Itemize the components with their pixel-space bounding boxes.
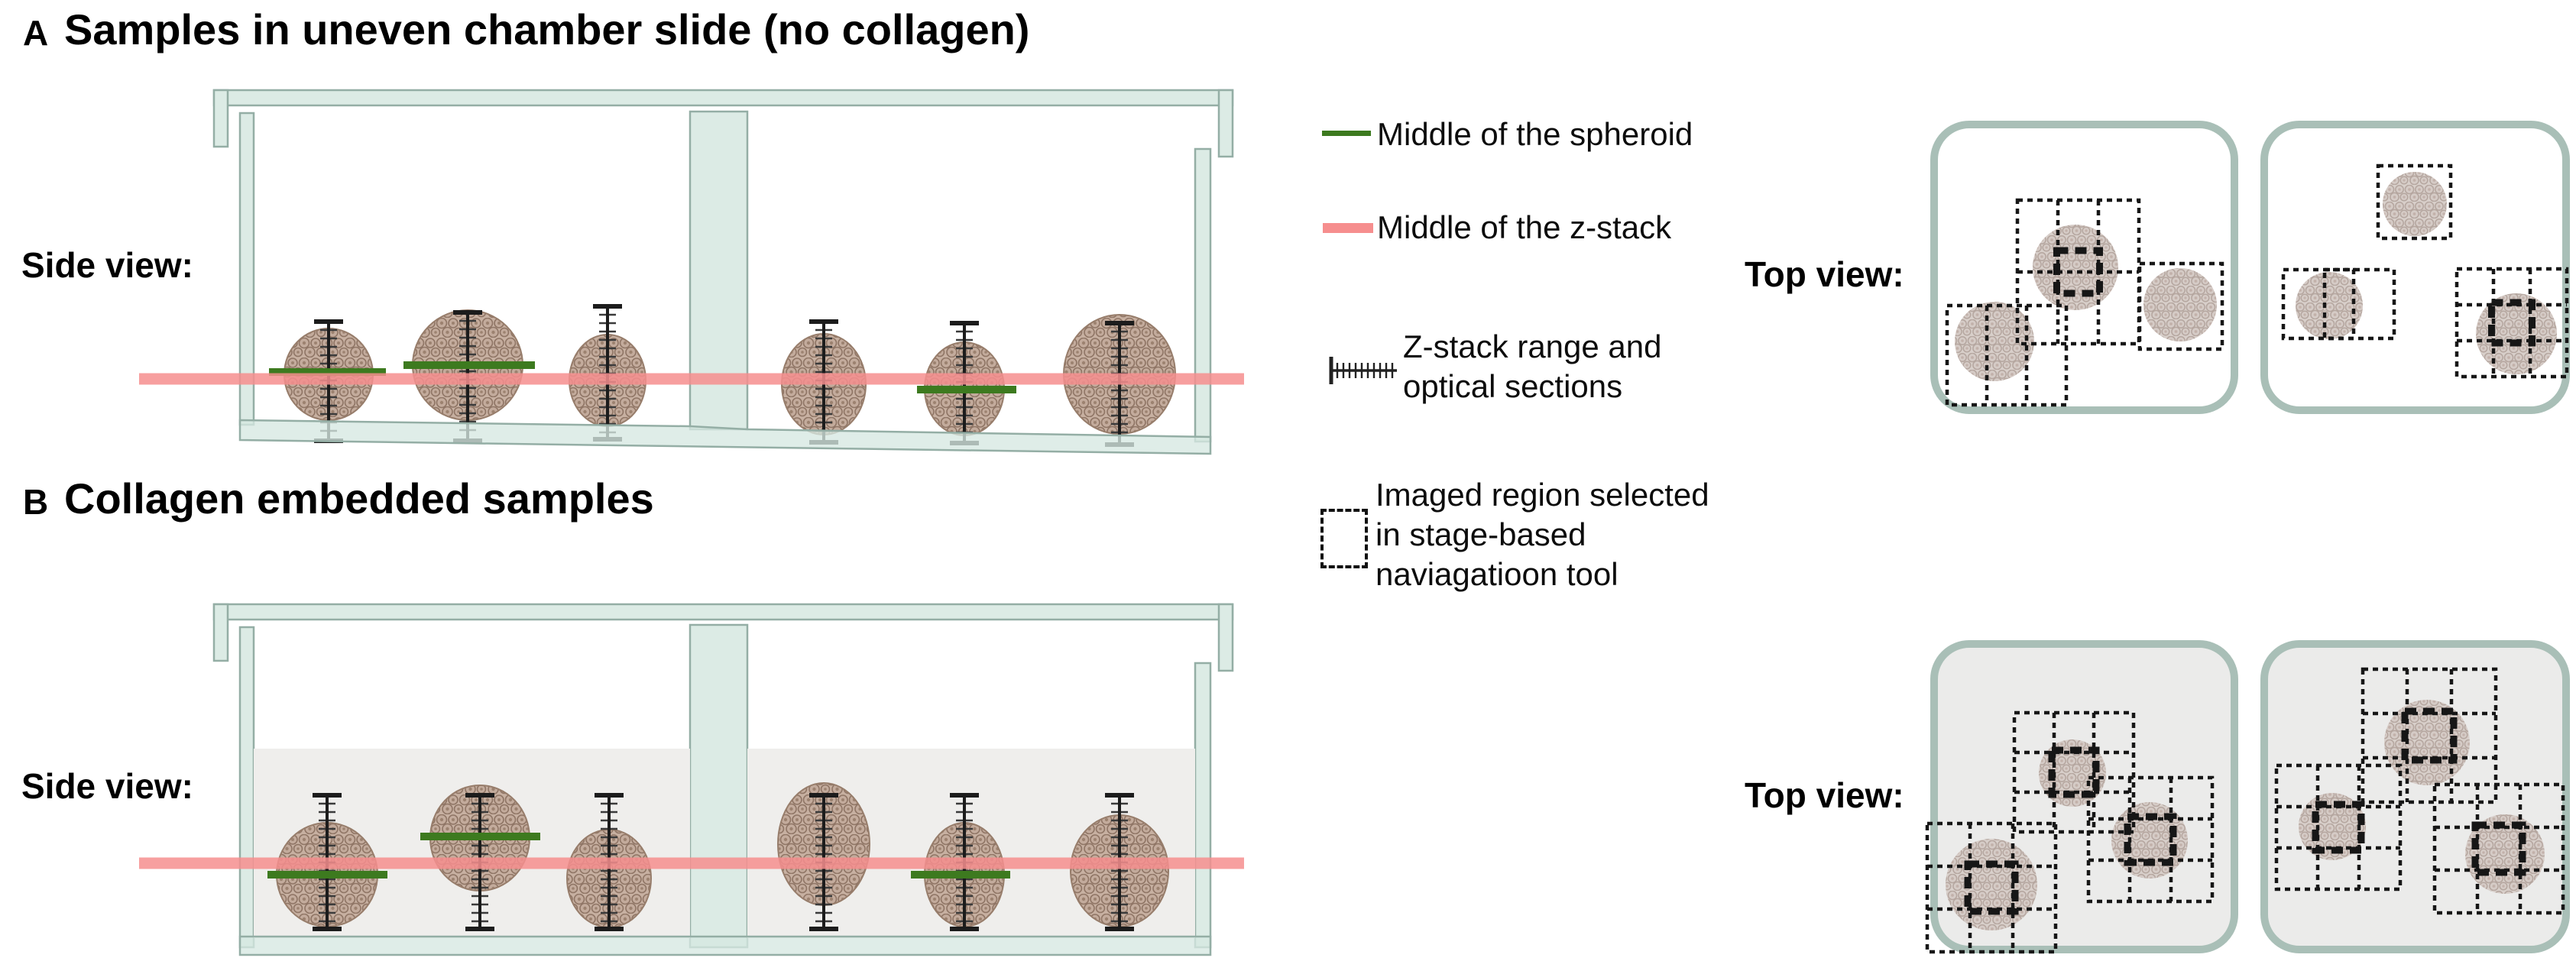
- legend-item-label: Middle of the spheroid: [1377, 116, 1693, 152]
- top-view-chamber: [2260, 121, 2570, 414]
- side-view-label-b: Side view:: [21, 766, 193, 806]
- zstack-ruler: [950, 793, 979, 931]
- spheroid-middle-line: [267, 871, 387, 878]
- top-view-a: [1930, 121, 2570, 414]
- top-view-b: [1925, 640, 2570, 954]
- spheroid-top: [1946, 839, 2037, 930]
- panel-a-title: Samples in uneven chamber slide (no coll…: [64, 5, 1030, 53]
- spheroid-middle-line: [269, 368, 386, 376]
- imaged-region-center: [2312, 801, 2365, 854]
- imaged-region: [2281, 267, 2356, 341]
- imaged-region: [2012, 710, 2136, 834]
- imaged-region-center: [2053, 247, 2103, 297]
- side-view-a: [139, 89, 1244, 455]
- chamber-divider: [689, 623, 749, 949]
- spheroid-top: [1955, 302, 2034, 381]
- imaged-region-center: [2048, 746, 2100, 798]
- imaged-region: [2086, 775, 2215, 904]
- legend-item-label: Middle of the z-stack: [1377, 209, 1672, 245]
- imaged-region: [2361, 667, 2498, 804]
- chamber-wall: [1194, 662, 1212, 949]
- top-view-label-a: Top view:: [1745, 254, 1904, 294]
- imaged-region: [2376, 163, 2453, 241]
- spheroid-middle-line-icon: [1322, 131, 1371, 136]
- spheroid-top: [2033, 225, 2118, 310]
- panel-b-title: Collagen embedded samples: [64, 474, 654, 523]
- spheroid-middle-line: [403, 361, 535, 369]
- imaged-region-icon: [1320, 509, 1368, 568]
- spheroid-middle-line: [420, 833, 540, 840]
- spheroid-top: [2143, 268, 2217, 341]
- chamber-floor: [238, 419, 1212, 455]
- panel-a-letter: A: [23, 13, 49, 53]
- panel-b-letter: B: [23, 482, 49, 522]
- imaged-region-center: [2471, 821, 2526, 876]
- spheroid-top: [2476, 293, 2557, 374]
- side-view-label-a: Side view:: [21, 245, 193, 285]
- zstack-middle-line: [139, 857, 1244, 869]
- chamber-lid-leg: [212, 89, 229, 148]
- imaged-region: [2274, 763, 2403, 891]
- chamber-lid-leg: [1217, 603, 1234, 672]
- imaged-region-center: [2401, 707, 2458, 764]
- legend-item-label: Imaged region selected in stage-based na…: [1375, 477, 1709, 592]
- zstack-middle-line: [139, 373, 1244, 385]
- chamber-floor: [238, 935, 1212, 956]
- zstack-ruler: [313, 793, 342, 931]
- chamber-lid: [212, 89, 1234, 107]
- spheroid-top: [2383, 172, 2447, 236]
- side-view-b: [139, 603, 1244, 956]
- top-view-label-b: Top view:: [1745, 775, 1904, 815]
- chamber-lid-leg: [212, 603, 229, 662]
- imaged-region: [1925, 821, 2058, 954]
- chamber-lid-leg: [1217, 89, 1234, 158]
- spheroid-top: [2299, 793, 2366, 860]
- imaged-region-center: [2488, 299, 2535, 347]
- spheroid-top: [2296, 272, 2363, 339]
- imaged-region: [2432, 782, 2565, 915]
- legend-item-label: Z-stack range and optical sections: [1403, 328, 1662, 404]
- imaged-region: [1945, 303, 2069, 407]
- spheroid-middle-line: [917, 386, 1016, 393]
- imaged-region-center: [2124, 813, 2177, 866]
- top-view-chamber: [1925, 640, 2238, 954]
- chamber-lid: [212, 603, 1234, 621]
- chamber-wall: [238, 626, 255, 949]
- top-view-chamber: [2260, 640, 2570, 953]
- imaged-region-center: [1964, 860, 2019, 915]
- top-view-chamber: [1930, 121, 2238, 414]
- spheroid-middle-line: [911, 871, 1010, 878]
- chamber-wall: [1194, 147, 1212, 443]
- imaged-region: [2322, 267, 2396, 341]
- zstack-ruler-icon: [1329, 357, 1397, 384]
- imaged-region: [2137, 261, 2224, 351]
- zstack-middle-line-icon: [1323, 223, 1373, 233]
- imaged-region: [2454, 267, 2569, 379]
